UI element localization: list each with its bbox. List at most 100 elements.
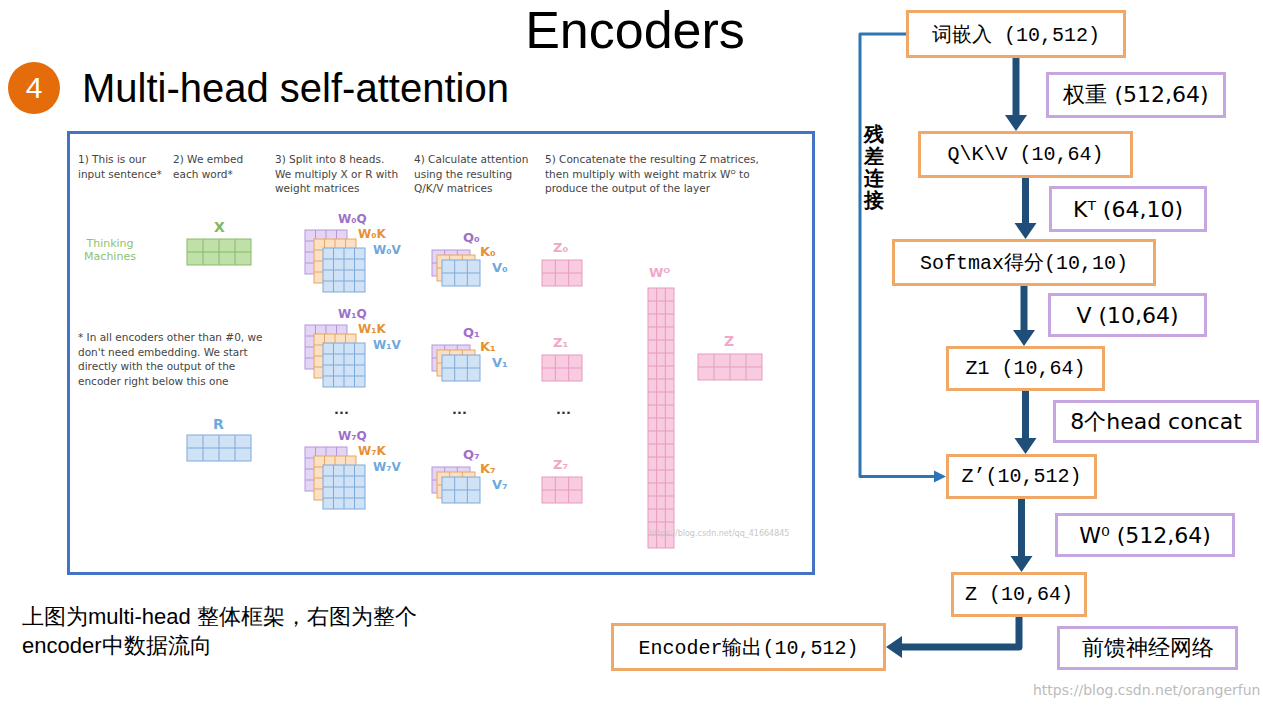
- matrix-label: W₇V: [373, 460, 401, 474]
- matrix-line: [648, 431, 674, 432]
- step-text: * In all encoders other than #0, we don'…: [78, 330, 273, 389]
- flow-arrow: [1015, 178, 1037, 239]
- connector-line: [901, 617, 1019, 647]
- weight-box: 前馈神经网络: [1057, 626, 1238, 670]
- caption: 上图为multi-head 整体框架，右图为整个encoder中数据流向: [22, 603, 492, 660]
- weight-box: Kᵀ (64,10): [1049, 186, 1207, 232]
- box-text: Q\K\V (10,64): [947, 143, 1103, 166]
- matrix-label: X: [214, 219, 225, 236]
- watermark: https://blog.csdn.net/orangerfun: [1033, 682, 1260, 699]
- illustration-frame: 1) This is our input sentence*2) We embe…: [67, 131, 815, 575]
- matrix-label: K₀: [480, 244, 496, 260]
- box-text: 权重 (512,64): [1063, 80, 1208, 110]
- step-text: 4) Calculate attention using the resulti…: [414, 152, 536, 196]
- matrix-label: ...: [556, 402, 571, 418]
- matrix-label: ...: [452, 402, 467, 418]
- watermark: https://blog.csdn.net/qq_41664845: [649, 529, 789, 539]
- matrix-line: [648, 483, 674, 484]
- matrix-label: V₁: [492, 355, 508, 371]
- data-shape-box: Z1 (10,64): [946, 346, 1105, 391]
- matrix-line: [442, 273, 480, 274]
- matrix: [323, 343, 365, 387]
- box-text: 8个head concat: [1070, 407, 1242, 437]
- matrix-label: K₇: [480, 461, 496, 477]
- matrix-label: W₁K: [358, 322, 386, 336]
- matrix: [323, 465, 365, 509]
- connector-line: [1021, 286, 1028, 331]
- matrix-line: [542, 490, 582, 491]
- arrow-head: [1005, 115, 1027, 131]
- flow-arrow: [1011, 499, 1033, 572]
- data-shape-box: Encoder输出(10,512): [611, 623, 886, 671]
- matrix: [187, 239, 251, 265]
- matrix-line: [648, 522, 674, 523]
- matrix: [323, 248, 365, 292]
- box-text: Z’(10,512): [961, 465, 1081, 488]
- slide-title: Encoders: [500, 0, 770, 60]
- arrow-head: [886, 636, 902, 658]
- matrix-label: K₁: [480, 339, 496, 355]
- box-text: 词嵌入 (10,512): [932, 21, 1100, 48]
- matrix: [442, 477, 480, 503]
- matrix-line: [323, 354, 365, 355]
- matrix-line: [187, 448, 251, 449]
- matrix-label: V₇: [492, 477, 508, 493]
- matrix-line: [323, 498, 365, 499]
- matrix-line: [323, 476, 365, 477]
- matrix-line: [648, 405, 674, 406]
- matrix-line: [648, 366, 674, 367]
- matrix-line: [323, 281, 365, 282]
- matrix-line: [442, 368, 480, 369]
- matrix: [648, 288, 674, 548]
- connector-line: [1013, 58, 1020, 116]
- matrix-line: [648, 418, 674, 419]
- data-shape-box: Softmax得分(10,10): [892, 239, 1156, 286]
- weight-box: V (10,64): [1048, 293, 1207, 337]
- matrix-label: Z₀: [553, 240, 568, 256]
- matrix-label: Z₇: [553, 457, 568, 473]
- box-text: Z (10,64): [965, 583, 1073, 606]
- matrix: [542, 477, 582, 503]
- arrow-head: [1015, 223, 1037, 239]
- callout-number: 4: [26, 71, 43, 105]
- flow-arrow: [1015, 391, 1037, 454]
- arrow-head: [1011, 556, 1033, 572]
- weight-box: 8个head concat: [1053, 400, 1259, 443]
- arrow-head: [1015, 438, 1037, 454]
- matrix-label: W₀K: [358, 227, 386, 241]
- matrix-label: V₀: [492, 260, 508, 276]
- step-text: 1) This is our input sentence*: [78, 152, 166, 181]
- matrix-line: [187, 252, 251, 253]
- number-circle: 4Multi-head self-attention: [8, 62, 60, 114]
- matrix-label: R: [213, 416, 224, 433]
- matrix-label: W₁Q: [338, 307, 367, 321]
- matrix-label: Q₇: [463, 447, 480, 463]
- matrix-line: [648, 301, 674, 302]
- data-shape-box: Z (10,64): [951, 572, 1087, 617]
- matrix: [542, 355, 582, 381]
- matrix-line: [323, 270, 365, 271]
- step-text: 3) Split into 8 heads. We multiply X or …: [275, 152, 400, 196]
- matrix-line: [323, 365, 365, 366]
- matrix-line: [323, 376, 365, 377]
- connector-line: [1022, 391, 1029, 439]
- arrow-head: [934, 471, 946, 483]
- weight-box: W⁰ (512,64): [1055, 513, 1235, 557]
- matrix-line: [542, 368, 582, 369]
- box-text: W⁰ (512,64): [1079, 523, 1211, 548]
- matrix-label: Wᴼ: [649, 265, 670, 281]
- flow-arrow: [1013, 286, 1035, 346]
- matrix-label: W₇K: [358, 444, 386, 458]
- step-text: 5) Concatenate the resulting Z matrices,…: [545, 152, 785, 196]
- matrix-line: [648, 509, 674, 510]
- matrix-line: [648, 444, 674, 445]
- data-shape-box: Q\K\V (10,64): [918, 131, 1133, 178]
- matrix-label: Z: [724, 333, 734, 350]
- matrix-line: [648, 314, 674, 315]
- box-text: Encoder输出(10,512): [638, 634, 858, 661]
- matrix: [698, 354, 762, 380]
- matrix: [542, 260, 582, 286]
- matrix-line: [698, 367, 762, 368]
- step-text: 2) We embed each word*: [173, 152, 263, 181]
